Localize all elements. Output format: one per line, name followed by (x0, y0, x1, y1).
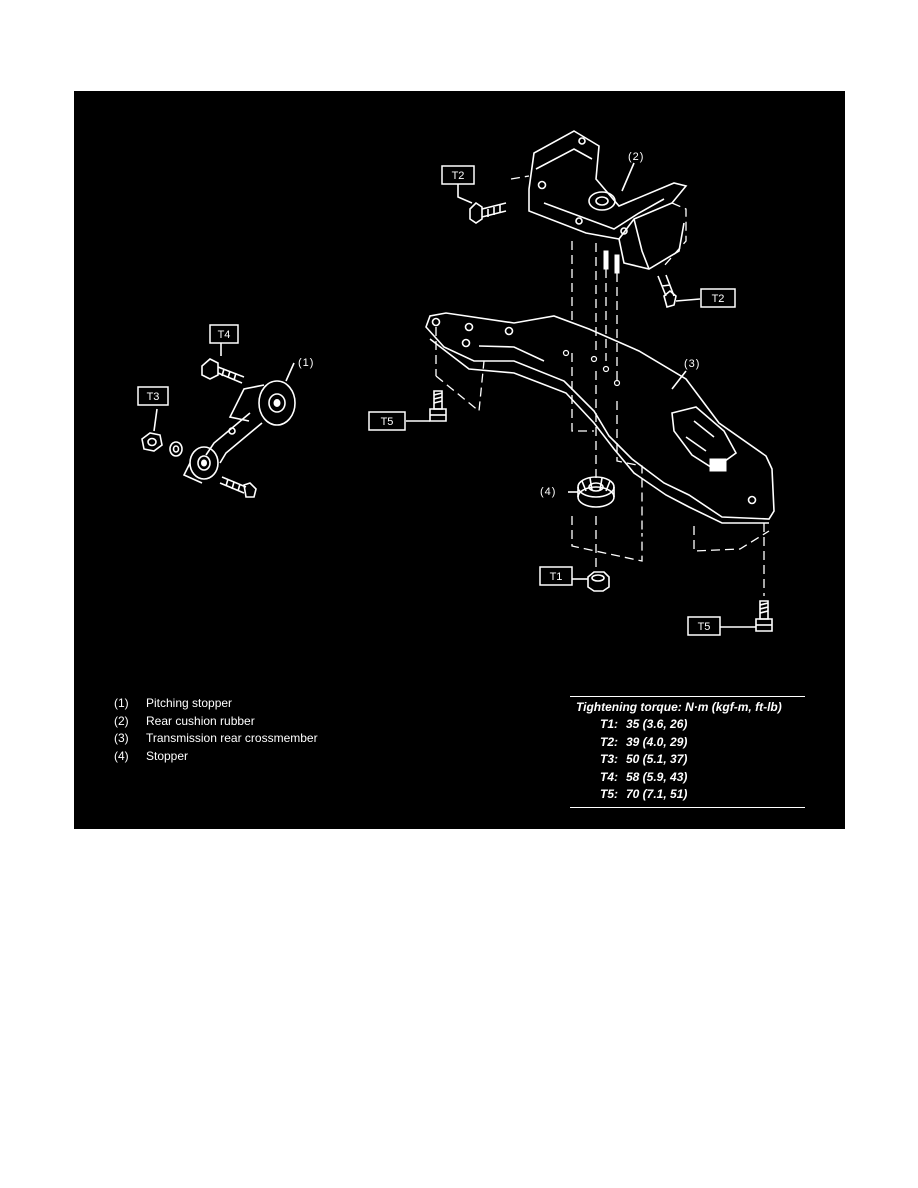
callout-part2: (2) (621, 151, 644, 192)
callout-part1: (1) (285, 357, 314, 382)
bolt-t5-right (720, 600, 773, 632)
exploded-view-drawing: T2 T2 T4 T3 T5 T1 T5 (1) (137, 130, 775, 636)
tag-t4: T4 (209, 324, 239, 344)
legend-text: Transmission rear crossmember (146, 731, 318, 745)
legend-text: Pitching stopper (146, 696, 233, 710)
stopper-drawing (577, 476, 615, 508)
torque-row: T1: 35 (3.6, 26) (570, 716, 805, 734)
legend-item: (4) Stopper (114, 748, 318, 766)
torque-value: 70 (7.1, 51) (626, 787, 688, 801)
torque-table: Tightening torque: N·m (kgf-m, ft-lb) T1… (570, 696, 805, 808)
torque-row: T5: 70 (7.1, 51) (570, 786, 805, 804)
torque-key: T4: (600, 769, 618, 784)
crossmember-drawing (425, 312, 775, 524)
torque-value: 50 (5.1, 37) (626, 752, 688, 766)
torque-rows: T1: 35 (3.6, 26) T2: 39 (4.0, 29) T3: 50 (5.1… (570, 716, 805, 804)
svg-text:(4): (4) (540, 486, 556, 498)
hidden-line (571, 516, 643, 562)
bolt-t2-top (469, 201, 507, 224)
legend-item: (2) Rear cushion rubber (114, 713, 318, 731)
legend-text: Rear cushion rubber (146, 713, 255, 728)
svg-text:(3): (3) (684, 358, 700, 370)
bolt-t5-left (406, 390, 447, 422)
torque-value: 58 (5.9, 43) (626, 769, 688, 784)
hidden-line (571, 353, 594, 432)
svg-text:T1: T1 (550, 571, 563, 583)
callout-part3: (3) (671, 358, 700, 390)
svg-text:T5: T5 (381, 416, 394, 428)
torque-row: T3: 50 (5.1, 37) (570, 751, 805, 769)
tag-t1: T1 (539, 566, 573, 586)
torque-row: T4: 58 (5.9, 43) (570, 769, 805, 787)
tag-t3: T3 (137, 386, 169, 406)
torque-key: T5: (600, 787, 618, 801)
svg-text:(1): (1) (298, 357, 314, 369)
torque-key: T2: (600, 734, 618, 749)
svg-text:T3: T3 (147, 391, 160, 403)
legend-number: (1) (114, 696, 129, 710)
pitching-stopper-drawing (182, 380, 296, 484)
svg-text:T2: T2 (452, 170, 465, 182)
nut-t3 (141, 408, 183, 457)
torque-row: T2: 39 (4.0, 29) (570, 734, 805, 752)
torque-key: T1: (600, 717, 618, 731)
torque-top-rule (570, 696, 805, 697)
torque-key: T3: (600, 752, 618, 766)
svg-text:T2: T2 (712, 293, 725, 305)
hidden-line (663, 202, 687, 267)
hidden-line (435, 360, 485, 413)
legend-item: (3) Transmission rear crossmember (114, 730, 318, 748)
legend-text: Stopper (146, 748, 189, 763)
rear-cushion-rubber-drawing (528, 130, 688, 274)
torque-bottom-rule (570, 806, 805, 808)
legend-number: (4) (114, 748, 129, 763)
hidden-line (510, 175, 530, 180)
tag-t2-top: T2 (441, 165, 475, 204)
bolt-t2-right (657, 274, 701, 308)
tag-t5-left: T5 (368, 411, 406, 431)
parts-legend: (1) Pitching stopper (2) Rear cushion rubbe… (114, 695, 318, 765)
svg-text:T5: T5 (698, 621, 711, 633)
legend-item: (1) Pitching stopper (114, 695, 318, 713)
legend-number: (2) (114, 713, 129, 728)
torque-value: 39 (4.0, 29) (626, 734, 688, 749)
nut-t1 (572, 571, 610, 592)
bolt-pitching-lower (219, 476, 257, 498)
hidden-line (616, 401, 643, 533)
tag-t2-right: T2 (700, 288, 736, 308)
tag-t5-right: T5 (687, 616, 721, 636)
torque-title: Tightening torque: N·m (kgf-m, ft-lb) (576, 700, 782, 714)
callout-part4: (4) (540, 486, 578, 498)
torque-value: 35 (3.6, 26) (626, 717, 688, 731)
legend-number: (3) (114, 731, 129, 745)
svg-text:(2): (2) (628, 151, 644, 163)
bolt-t4 (201, 343, 245, 384)
diagram-figure: T2 T2 T4 T3 T5 T1 T5 (1) (74, 91, 845, 829)
hidden-line (693, 526, 770, 552)
svg-text:T4: T4 (218, 329, 231, 341)
